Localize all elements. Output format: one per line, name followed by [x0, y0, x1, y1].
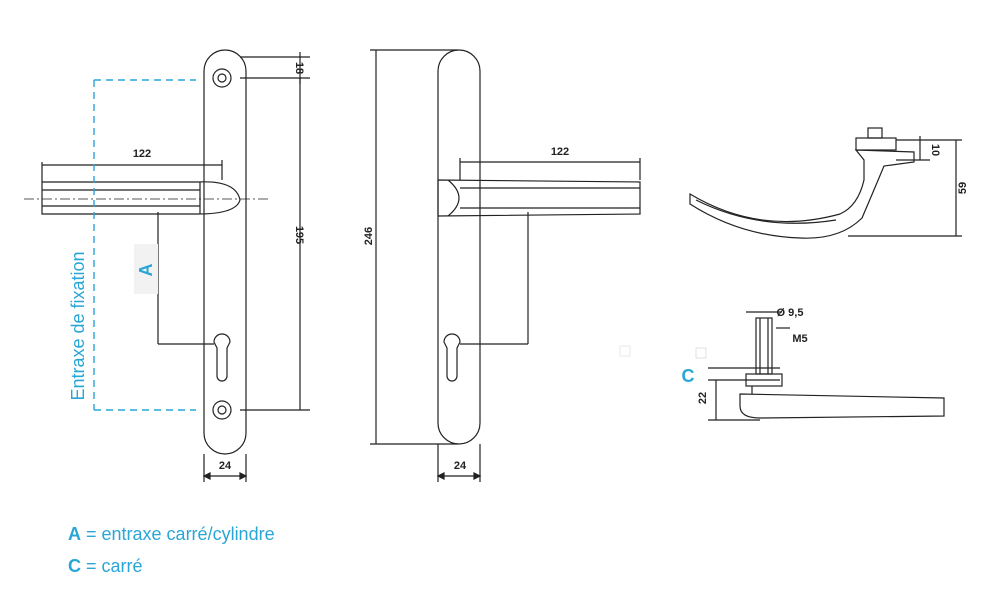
side-plate	[437, 49, 481, 445]
lever-3d-view	[689, 127, 915, 239]
spindle-diameter-dimension: Ø 9,5	[777, 307, 804, 319]
fixing-spacing-dimension: 195	[293, 226, 305, 244]
legend-a: A = entraxe carré/cylindre	[68, 524, 275, 545]
thread-dimension: M5	[792, 333, 807, 345]
front-plate	[203, 49, 247, 455]
legend-c-key: C	[68, 556, 81, 576]
side-height-dimension: 246	[363, 227, 375, 245]
legend-a-key: A	[68, 524, 81, 544]
legend-a-text: = entraxe carré/cylindre	[81, 524, 275, 544]
front-lever	[41, 181, 241, 215]
side-plate-width-dimension: 24	[454, 460, 467, 472]
side-lever-dimension: 122	[551, 146, 569, 158]
front-lever-dimension: 122	[133, 148, 151, 160]
c-label: C	[682, 366, 695, 386]
spindle-height-dimension: 22	[697, 392, 709, 404]
top-offset-dimension: 18	[293, 62, 305, 74]
fixing-label: Entraxe de fixation	[68, 251, 88, 400]
lever-height-dimension: 59	[957, 182, 969, 194]
legend-c: C = carré	[68, 556, 143, 577]
lever-small-dimension: 10	[929, 144, 941, 156]
front-plate-width-dimension: 24	[219, 460, 232, 472]
a-label: A	[136, 264, 156, 277]
legend-c-text: = carré	[81, 556, 143, 576]
side-lever	[437, 179, 641, 217]
